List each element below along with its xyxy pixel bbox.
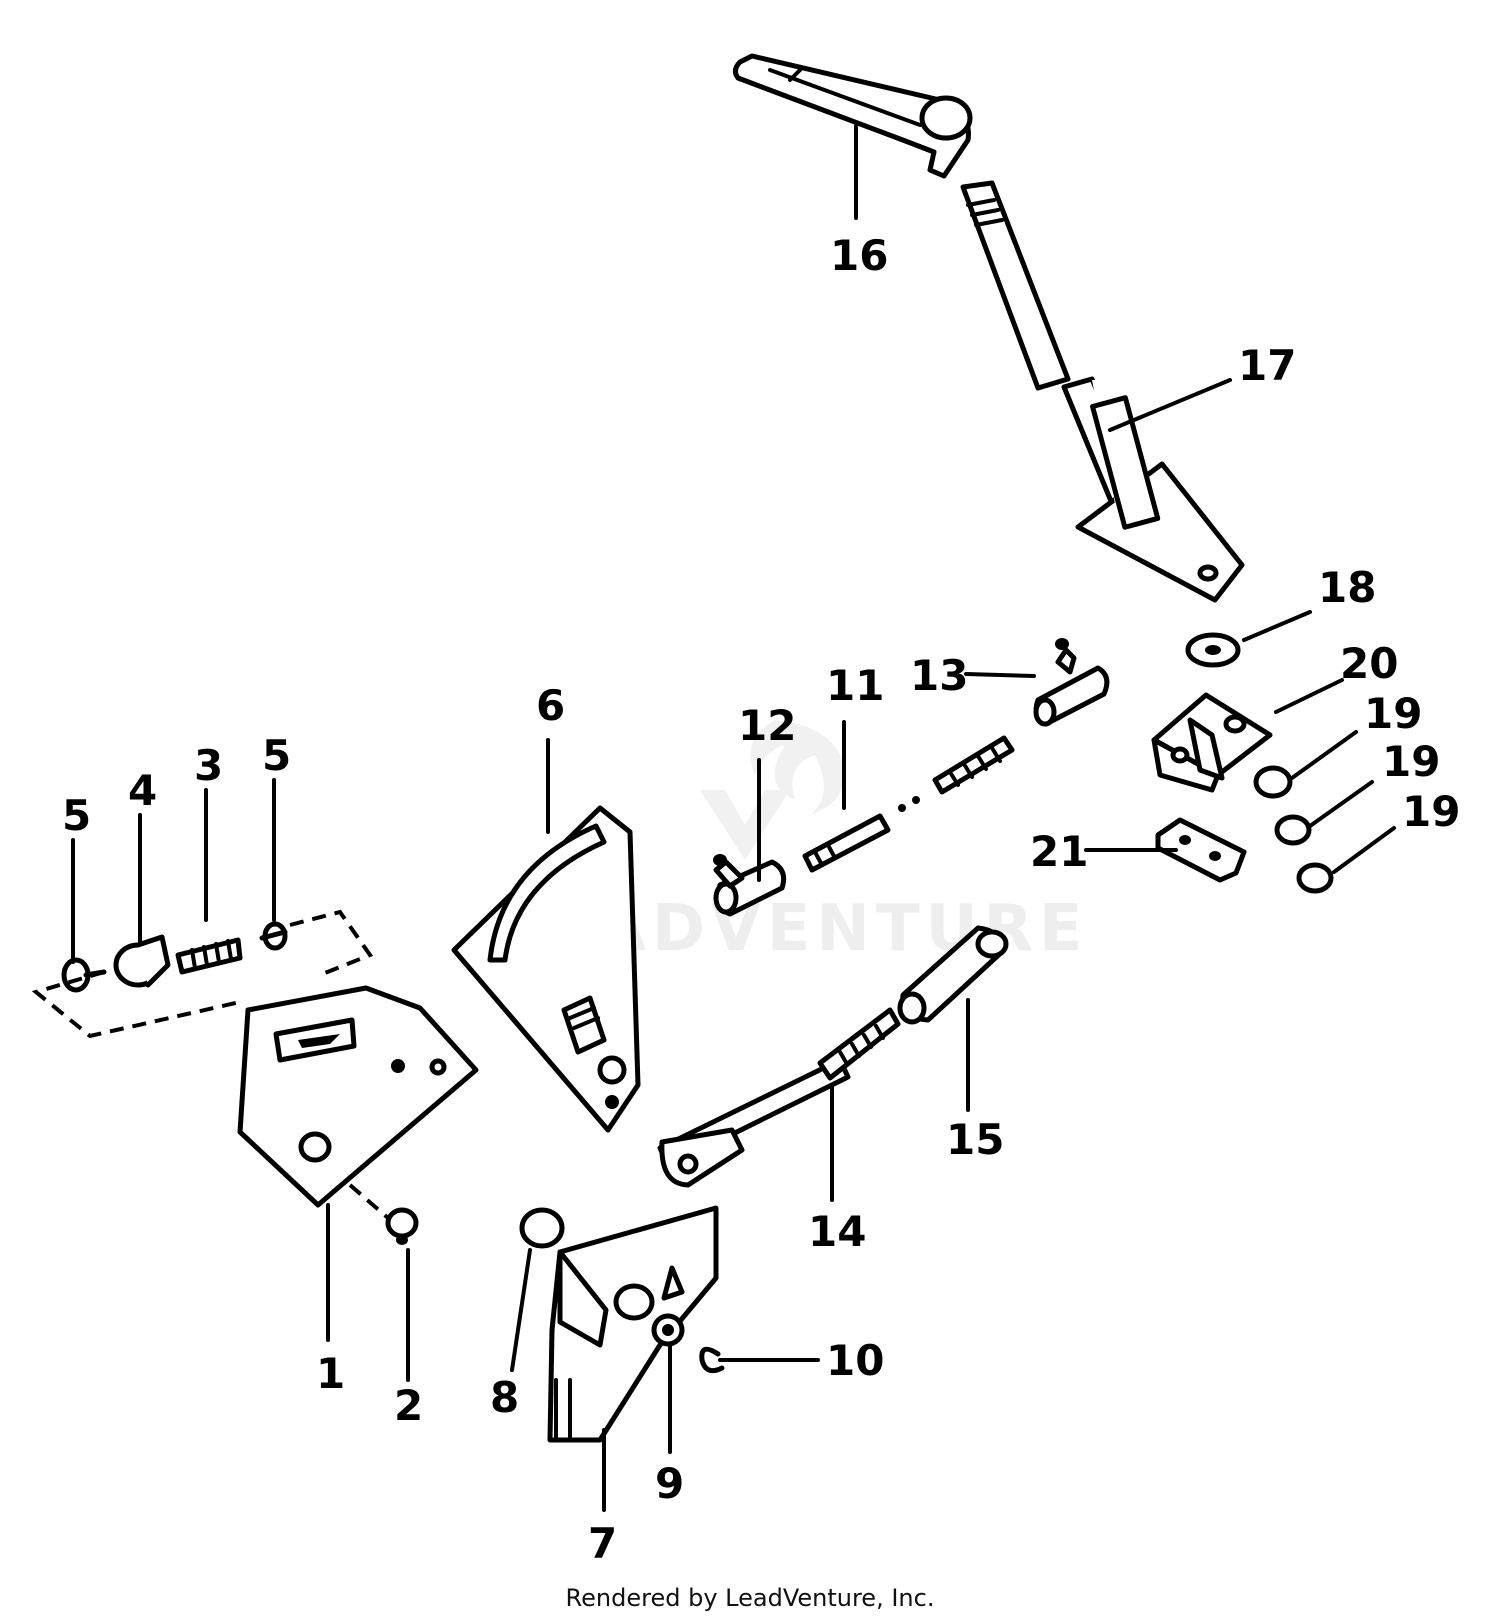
callout-3: 3: [194, 741, 223, 790]
callout-10: 10: [826, 1336, 884, 1385]
part-15-clevis: [897, 925, 1009, 1025]
part-18-washer: [1185, 632, 1241, 668]
callout-5-left: 5: [62, 791, 91, 840]
part-2-nut: [385, 1207, 419, 1245]
part-6-quadrant-plate: [451, 805, 641, 1133]
callout-15: 15: [946, 1115, 1004, 1164]
callout-9: 9: [655, 1459, 684, 1508]
callout-20: 20: [1340, 639, 1398, 688]
leader-lines: [71, 124, 1396, 1512]
part-17-pedal-rod: [960, 180, 1245, 603]
part-3-spring: [175, 937, 243, 975]
part-8-bushing: [519, 1207, 565, 1249]
callout-11: 11: [826, 661, 884, 710]
part-9-washer: [651, 1313, 685, 1347]
callout-7: 7: [588, 1519, 617, 1568]
footer-credit: Rendered by LeadVenture, Inc.: [565, 1584, 935, 1612]
callout-6: 6: [536, 681, 565, 730]
callout-2: 2: [394, 1381, 423, 1430]
assembly-dashed-line: [31, 909, 374, 1039]
callout-19c: 19: [1402, 787, 1460, 836]
callout-19a: 19: [1364, 689, 1422, 738]
part-13-swivel: [1033, 638, 1110, 727]
callout-13: 13: [910, 651, 968, 700]
callout-1: 1: [316, 1349, 345, 1398]
part-12-swivel-end: [713, 854, 787, 917]
callout-21: 21: [1030, 827, 1088, 876]
part-20-bracket: [1151, 692, 1273, 793]
callout-16: 16: [830, 231, 888, 280]
part-11-threaded-rod: [802, 735, 1015, 873]
callouts: 16 17 18 20 19 19 19 21 13 11 12 6 5 4 3…: [62, 231, 1460, 1568]
part-7-bracket-lever: [547, 1205, 719, 1443]
part-19-bushings: [1253, 765, 1334, 894]
part-1-mounting-plate: [237, 985, 479, 1208]
callout-17: 17: [1238, 341, 1296, 390]
callout-19b: 19: [1382, 737, 1440, 786]
callout-18: 18: [1318, 563, 1376, 612]
callout-12: 12: [738, 701, 796, 750]
part-16-lever-arm: [732, 53, 973, 179]
part-5-right-pin: [259, 921, 288, 951]
part-14-adjuster-rod: [657, 1007, 901, 1188]
parts-diagram: LEADVENTURE: [31, 53, 1460, 1568]
assembly-dashed-line-2: [348, 1183, 390, 1220]
callout-4: 4: [128, 766, 157, 815]
part-4-sleeve: [113, 934, 171, 988]
callout-8: 8: [490, 1373, 519, 1422]
callout-14: 14: [808, 1207, 866, 1256]
part-10-clip: [699, 1346, 725, 1374]
callout-5-right: 5: [262, 731, 291, 780]
